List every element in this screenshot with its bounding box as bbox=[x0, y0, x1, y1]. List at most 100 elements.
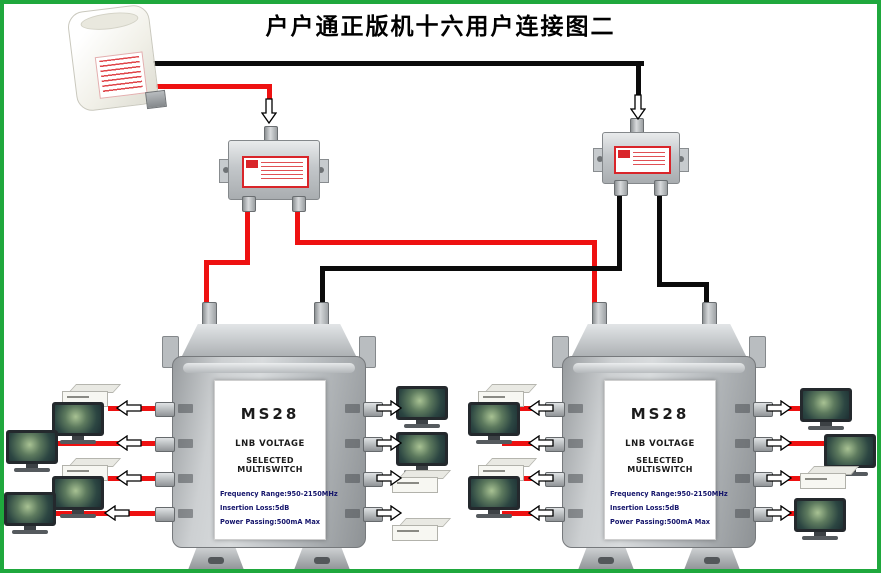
label-line: LNB VOLTAGE bbox=[625, 439, 695, 449]
tv-frame bbox=[6, 430, 58, 464]
tv-frame bbox=[468, 476, 520, 510]
spec-frequency: Frequency Range:950-2150MHz bbox=[610, 490, 728, 498]
port-label bbox=[735, 509, 750, 518]
splitter-label bbox=[241, 156, 309, 188]
spec-power-passing: Power Passing:500mA Max bbox=[220, 518, 321, 526]
flow-arrow-right-icon bbox=[766, 434, 793, 452]
brand-logo bbox=[245, 160, 258, 169]
port-label bbox=[568, 509, 583, 518]
tv-frame bbox=[794, 498, 846, 532]
output-port bbox=[155, 507, 175, 522]
mounting-foot bbox=[188, 548, 244, 569]
tv-screen bbox=[399, 435, 445, 463]
tv-base bbox=[12, 530, 48, 534]
mounting-foot bbox=[294, 548, 350, 569]
cable-red-segment bbox=[204, 260, 209, 308]
screw-hole bbox=[704, 557, 720, 564]
port-label bbox=[178, 404, 193, 413]
tv-frame bbox=[52, 476, 104, 510]
tv-screen bbox=[399, 389, 445, 417]
lnb-label bbox=[94, 51, 148, 99]
tv-base bbox=[404, 424, 440, 428]
splitter-output-port bbox=[292, 196, 306, 212]
tv-stand bbox=[488, 510, 500, 514]
port-label bbox=[345, 439, 360, 448]
receiver-slot bbox=[805, 478, 827, 480]
flow-arrow-right-icon bbox=[766, 399, 793, 417]
receiver-icon bbox=[392, 518, 452, 541]
cable-red-segment bbox=[204, 260, 250, 265]
splitter-label bbox=[613, 146, 671, 174]
tv-base bbox=[60, 440, 96, 444]
port-label bbox=[568, 404, 583, 413]
cable-red-segment bbox=[267, 84, 272, 104]
splitter-output-port bbox=[654, 180, 668, 196]
tv-base bbox=[476, 514, 512, 518]
mounting-foot bbox=[578, 548, 634, 569]
spec-power-passing: Power Passing:500mA Max bbox=[610, 518, 711, 526]
tv-screen bbox=[7, 495, 53, 523]
screw-hole bbox=[598, 557, 614, 564]
cable-black-segment bbox=[320, 266, 622, 271]
tv-screen bbox=[797, 501, 843, 529]
mounting-foot bbox=[684, 548, 740, 569]
cable-red-segment bbox=[54, 441, 166, 446]
screw-hole bbox=[208, 557, 224, 564]
tv-stand bbox=[416, 466, 428, 470]
flow-arrow-left-icon bbox=[527, 504, 554, 522]
multiswitch-left: MS28 LNB VOLTAGE SELECTED MULTISWITCH Fr… bbox=[155, 302, 383, 569]
tv-icon bbox=[468, 476, 520, 520]
tv-frame bbox=[4, 492, 56, 526]
receiver-slot bbox=[67, 470, 89, 472]
flow-arrow-right-icon bbox=[376, 469, 403, 487]
model-text: MS28 bbox=[630, 405, 690, 423]
spec-insertion-loss: Insertion Loss:5dB bbox=[610, 504, 680, 512]
flow-arrow-left-icon bbox=[527, 469, 554, 487]
tv-icon bbox=[468, 402, 520, 446]
multiswitch-top bbox=[570, 324, 748, 360]
cable-black-segment bbox=[617, 190, 622, 266]
tv-icon bbox=[52, 476, 104, 520]
tv-stand bbox=[416, 420, 428, 424]
cable-red-segment bbox=[295, 240, 597, 245]
cable-black-segment bbox=[657, 190, 662, 282]
page-title: 户户通正版机十六用户连接图二 bbox=[265, 14, 616, 40]
port-label bbox=[345, 509, 360, 518]
receiver-slot bbox=[397, 482, 419, 484]
receiver-slot bbox=[483, 396, 505, 398]
cable-red-segment bbox=[592, 240, 597, 308]
tv-frame bbox=[800, 388, 852, 422]
receiver-icon bbox=[392, 470, 452, 493]
splitter-output-port bbox=[242, 196, 256, 212]
label-line: SELECTED MULTISWITCH bbox=[627, 456, 693, 474]
spec-frequency: Frequency Range:950-2150MHz bbox=[220, 490, 338, 498]
tv-screen bbox=[827, 437, 873, 465]
receiver-front bbox=[800, 473, 846, 489]
tv-frame bbox=[396, 432, 448, 466]
flow-arrow-left-icon bbox=[115, 434, 142, 452]
splitter-left bbox=[219, 126, 329, 212]
port-label bbox=[178, 474, 193, 483]
tv-frame bbox=[824, 434, 876, 468]
tv-stand bbox=[24, 526, 36, 530]
tv-screen bbox=[471, 479, 517, 507]
tv-icon bbox=[6, 430, 58, 474]
receiver-front bbox=[392, 525, 438, 541]
port-label bbox=[568, 439, 583, 448]
model-text: MS28 bbox=[240, 405, 300, 423]
flow-arrow-right-icon bbox=[376, 434, 403, 452]
tv-stand bbox=[72, 510, 84, 514]
tv-stand bbox=[72, 436, 84, 440]
tv-screen bbox=[803, 391, 849, 419]
cable-red-segment bbox=[295, 208, 300, 244]
cable-black-segment bbox=[152, 61, 644, 66]
lnb-connector bbox=[145, 89, 167, 110]
tv-base bbox=[14, 468, 50, 472]
brand-logo bbox=[617, 150, 630, 158]
multiswitch-top bbox=[180, 324, 358, 360]
tv-icon bbox=[800, 388, 852, 432]
port-label bbox=[345, 474, 360, 483]
cable-red-segment bbox=[152, 84, 272, 89]
port-label bbox=[345, 404, 360, 413]
multiswitch-label-panel: MS28 LNB VOLTAGE SELECTED MULTISWITCH Fr… bbox=[214, 380, 338, 540]
